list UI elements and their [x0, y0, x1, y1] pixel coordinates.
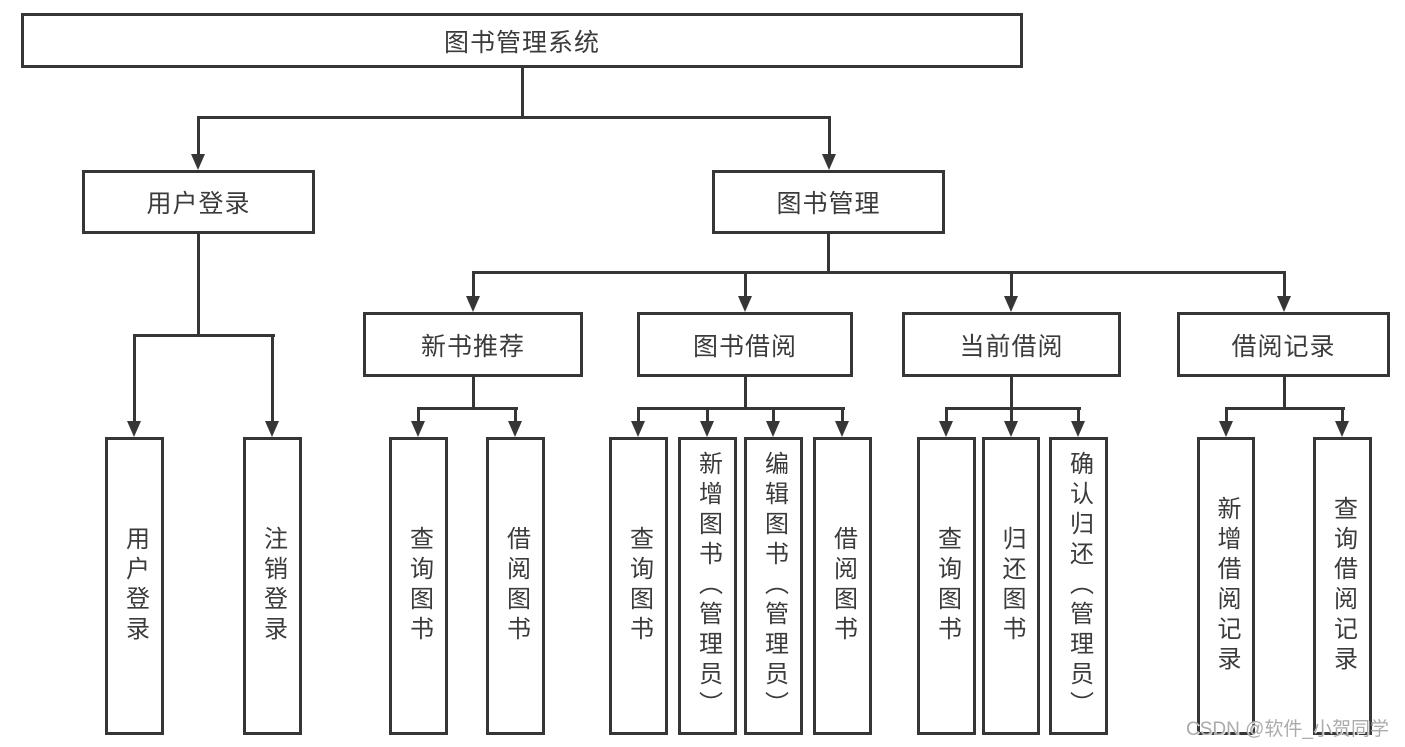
node-borrow-records: 借阅记录	[1177, 312, 1390, 377]
leaf-add-borrow-record: 新增借阅记录	[1197, 437, 1255, 735]
node-book-borrow: 图书借阅	[637, 312, 853, 377]
node-current-borrow: 当前借阅	[902, 312, 1121, 377]
current-borrow-to-leaves-stem	[1009, 377, 1013, 408]
leaf-confirm-return-admin: 确认归还（管理员）	[1049, 437, 1108, 735]
leaf-query-books-2-label: 查询图书	[625, 526, 653, 646]
leaf-borrow-books-2: 借阅图书	[813, 437, 872, 735]
book-management-to-l3-drop-1	[743, 272, 747, 296]
leaf-borrow-books-2-label: 借阅图书	[829, 526, 857, 646]
leaf-edit-book-admin: 编辑图书（管理员）	[744, 437, 803, 735]
book-borrow-to-leaves-arrowhead-icon-2	[766, 421, 780, 437]
book-borrow-to-leaves-arrowhead-icon-3	[835, 421, 849, 437]
node-user-login-label: 用户登录	[146, 190, 251, 218]
leaf-user-login-label: 用户登录	[121, 526, 149, 646]
node-book-management: 图书管理	[712, 170, 945, 234]
leaf-query-borrow-record: 查询借阅记录	[1313, 437, 1372, 735]
borrow-records-to-leaves-arrowhead-icon-1	[1335, 421, 1349, 437]
node-root: 图书管理系统	[21, 13, 1023, 68]
leaf-query-books-3-label: 查询图书	[933, 526, 961, 646]
book-borrow-to-leaves-stem	[743, 377, 747, 408]
current-borrow-to-leaves-arrowhead-icon-2	[1071, 421, 1085, 437]
new-book-rec-to-leaves-arrowhead-icon-0	[411, 421, 425, 437]
book-management-to-l3-drop-3	[1282, 272, 1286, 296]
node-root-label: 图书管理系统	[443, 28, 600, 57]
root-to-level2-arrowhead-icon-1	[822, 154, 836, 170]
root-to-level2-drop-0	[196, 117, 200, 154]
root-to-level2-arrowhead-icon-0	[191, 154, 205, 170]
book-management-to-l3-arrowhead-icon-2	[1004, 296, 1018, 312]
book-borrow-to-leaves-bar	[636, 406, 845, 410]
node-book-management-label: 图书管理	[776, 190, 881, 218]
node-current-borrow-label: 当前借阅	[959, 332, 1064, 361]
borrow-records-to-leaves-arrowhead-icon-0	[1219, 421, 1233, 437]
book-borrow-to-leaves-drop-3	[840, 408, 844, 421]
leaf-query-books-2: 查询图书	[609, 437, 668, 735]
node-borrow-records-label: 借阅记录	[1231, 332, 1336, 361]
leaf-query-books-3: 查询图书	[917, 437, 976, 735]
book-management-to-l3-arrowhead-icon-0	[466, 296, 480, 312]
leaf-query-borrow-record-label: 查询借阅记录	[1329, 496, 1357, 676]
user-login-to-leaves-bar	[132, 333, 275, 337]
current-borrow-to-leaves-drop-0	[944, 408, 948, 421]
borrow-records-to-leaves-bar	[1224, 406, 1345, 410]
root-to-level2-stem	[520, 68, 524, 117]
borrow-records-to-leaves-stem	[1282, 377, 1286, 408]
user-login-to-leaves-stem	[196, 234, 200, 335]
book-management-to-l3-arrowhead-icon-3	[1277, 296, 1291, 312]
leaf-borrow-books-1-label: 借阅图书	[502, 526, 530, 646]
node-new-book-recommend: 新书推荐	[363, 312, 583, 377]
leaf-query-books-1-label: 查询图书	[405, 526, 433, 646]
node-user-login: 用户登录	[82, 170, 315, 234]
book-management-to-l3-stem	[826, 234, 830, 272]
user-login-to-leaves-drop-0	[132, 335, 136, 421]
leaf-edit-book-admin-label: 编辑图书（管理员）	[760, 451, 788, 721]
leaf-add-borrow-record-label: 新增借阅记录	[1213, 496, 1240, 676]
new-book-rec-to-leaves-drop-0	[416, 408, 420, 421]
leaf-return-book-label: 归还图书	[998, 526, 1025, 646]
leaf-return-book: 归还图书	[982, 437, 1040, 735]
csdn-watermark: CSDN @软件_小贺同学	[1186, 719, 1389, 740]
leaf-user-login: 用户登录	[105, 437, 164, 735]
leaf-logout: 注销登录	[243, 437, 302, 735]
node-new-book-recommend-label: 新书推荐	[420, 332, 525, 361]
current-borrow-to-leaves-bar	[944, 406, 1081, 410]
leaf-add-book-admin: 新增图书（管理员）	[678, 437, 737, 735]
node-book-borrow-label: 图书借阅	[692, 332, 797, 361]
book-borrow-to-leaves-drop-2	[771, 408, 775, 421]
borrow-records-to-leaves-drop-0	[1224, 408, 1228, 421]
leaf-borrow-books-1: 借阅图书	[486, 437, 545, 735]
user-login-to-leaves-drop-1	[270, 335, 274, 421]
root-to-level2-drop-1	[827, 117, 831, 154]
new-book-rec-to-leaves-bar	[416, 406, 518, 410]
borrow-records-to-leaves-drop-1	[1340, 408, 1344, 421]
book-management-to-l3-drop-0	[471, 272, 475, 296]
book-borrow-to-leaves-drop-1	[705, 408, 709, 421]
leaf-add-book-admin-label: 新增图书（管理员）	[694, 451, 722, 721]
new-book-rec-to-leaves-arrowhead-icon-1	[508, 421, 522, 437]
new-book-rec-to-leaves-stem	[471, 377, 475, 408]
leaf-query-books-1: 查询图书	[389, 437, 448, 735]
leaf-confirm-return-admin-label: 确认归还（管理员）	[1065, 451, 1093, 721]
current-borrow-to-leaves-drop-1	[1009, 408, 1013, 421]
new-book-rec-to-leaves-drop-1	[513, 408, 517, 421]
current-borrow-to-leaves-arrowhead-icon-0	[939, 421, 953, 437]
book-management-to-l3-drop-2	[1009, 272, 1013, 296]
book-management-to-l3-arrowhead-icon-1	[738, 296, 752, 312]
book-management-to-l3-bar	[471, 270, 1286, 274]
user-login-to-leaves-arrowhead-icon-1	[265, 421, 279, 437]
book-borrow-to-leaves-arrowhead-icon-0	[631, 421, 645, 437]
current-borrow-to-leaves-arrowhead-icon-1	[1004, 421, 1018, 437]
current-borrow-to-leaves-drop-2	[1076, 408, 1080, 421]
book-borrow-to-leaves-arrowhead-icon-1	[700, 421, 714, 437]
book-borrow-to-leaves-drop-0	[636, 408, 640, 421]
leaf-logout-label: 注销登录	[259, 526, 287, 646]
root-to-level2-bar	[196, 115, 831, 119]
user-login-to-leaves-arrowhead-icon-0	[127, 421, 141, 437]
